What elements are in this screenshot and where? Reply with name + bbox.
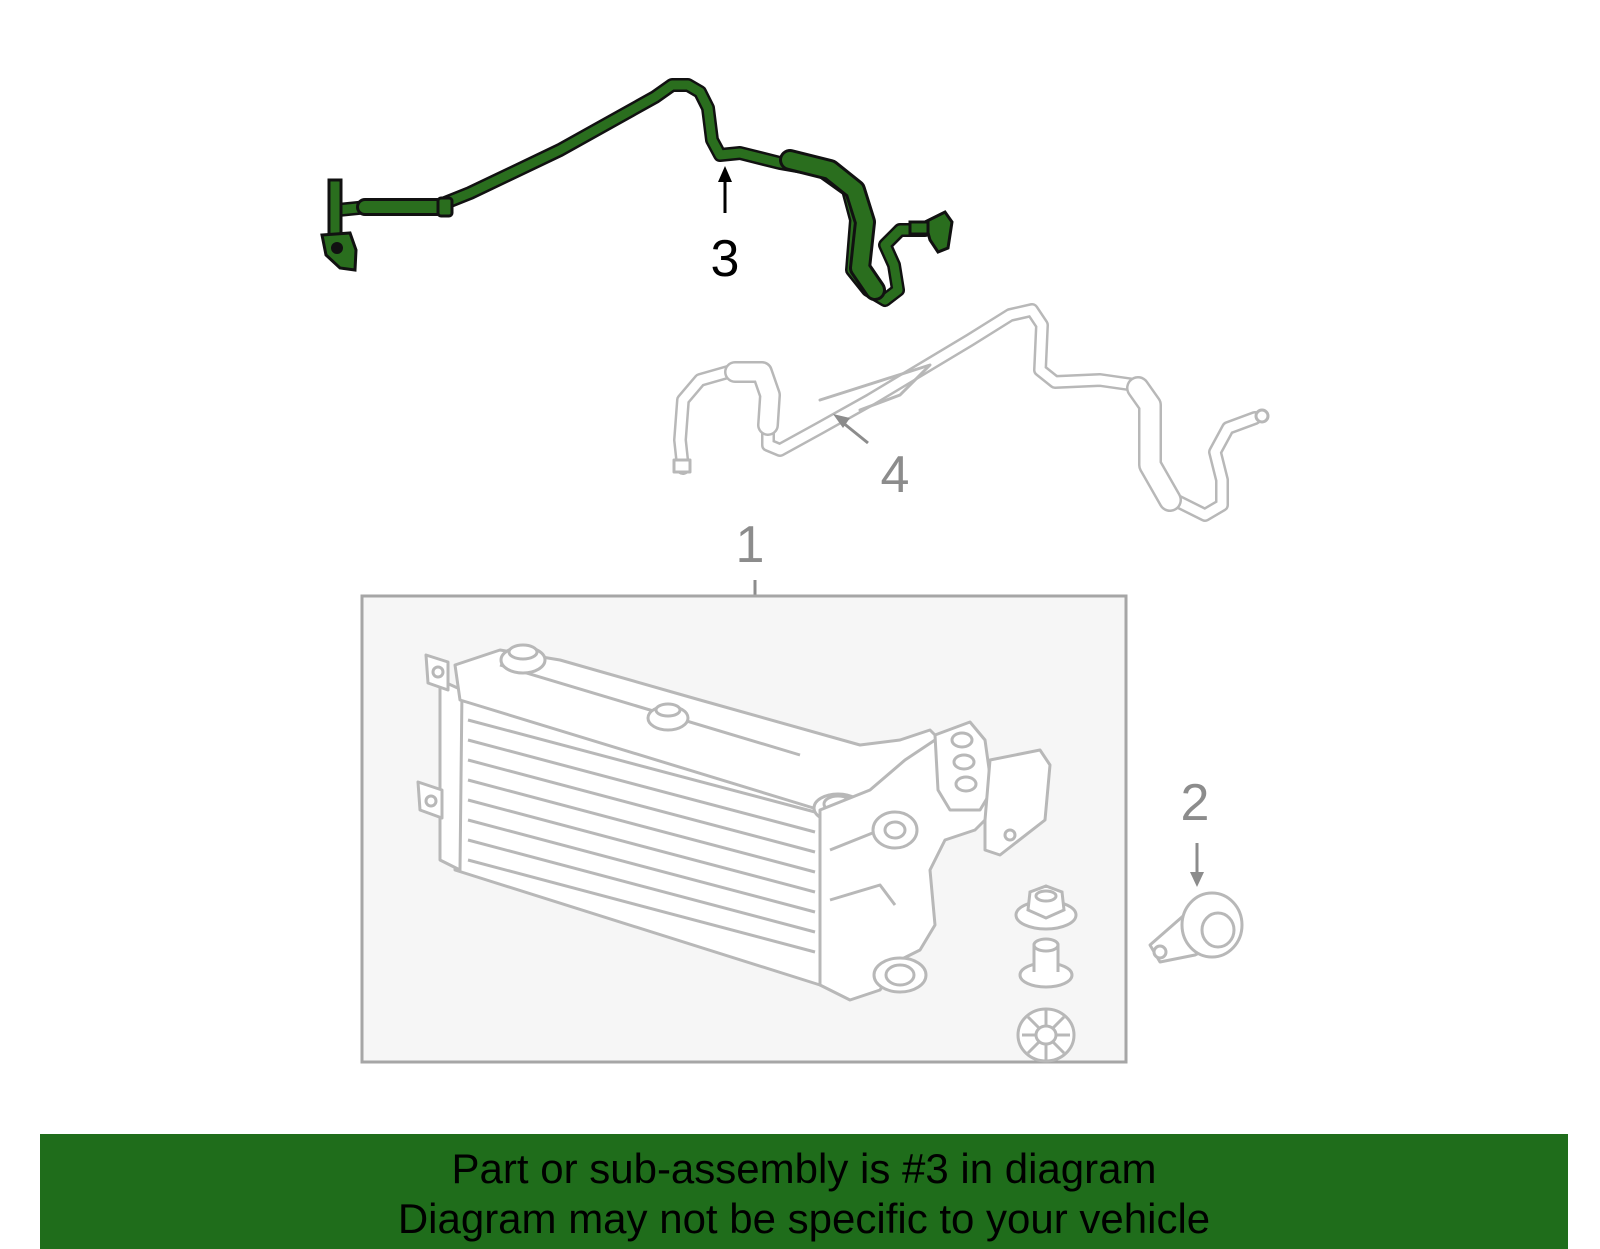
drain-cap[interactable] — [1016, 1007, 1076, 1063]
stud-bolt[interactable] — [1018, 937, 1074, 989]
banner-line-1: Part or sub-assembly is #3 in diagram — [451, 1145, 1157, 1192]
part-4-left-end — [672, 458, 692, 474]
callout-4: 4 — [833, 414, 909, 504]
part-4-right-fitting — [1254, 408, 1270, 424]
callout-4-leader — [841, 420, 869, 445]
part-2-fitting[interactable] — [1148, 891, 1244, 964]
hardware — [1014, 884, 1078, 1063]
part-3-hose[interactable] — [320, 78, 954, 307]
callout-3-label: 3 — [711, 230, 740, 288]
part-4-pipe[interactable] — [672, 303, 1270, 522]
part-1-oil-cooler[interactable] — [416, 643, 1052, 1002]
part-3-right-fitting — [923, 210, 954, 254]
oil-cooler-fins — [467, 718, 816, 954]
callout-4-arrowhead — [833, 414, 850, 428]
callout-4-label: 4 — [881, 446, 910, 504]
flange-nut[interactable] — [1014, 884, 1078, 931]
right-bracket-plate — [983, 748, 1052, 857]
part-3-left-fitting — [327, 178, 343, 242]
parts-diagram: 3 4 1 — [320, 78, 1270, 1064]
callout-3: 3 — [711, 166, 740, 288]
callout-2 — [1190, 843, 1204, 887]
banner-line-2: Diagram may not be specific to your vehi… — [397, 1195, 1211, 1242]
callout-2-label: 2 — [1181, 774, 1210, 832]
callout-2-arrowhead — [1190, 872, 1204, 887]
callout-1-label: 1 — [736, 516, 765, 574]
part-4-parallel-pipe — [818, 363, 932, 412]
part-3-clamp — [436, 196, 454, 218]
callout-3-arrowhead — [718, 166, 732, 182]
oil-cooler-left-rail — [438, 678, 464, 872]
part-3-pipe-fill — [333, 80, 947, 305]
info-banner: Part or sub-assembly is #3 in diagram Di… — [40, 1134, 1568, 1249]
